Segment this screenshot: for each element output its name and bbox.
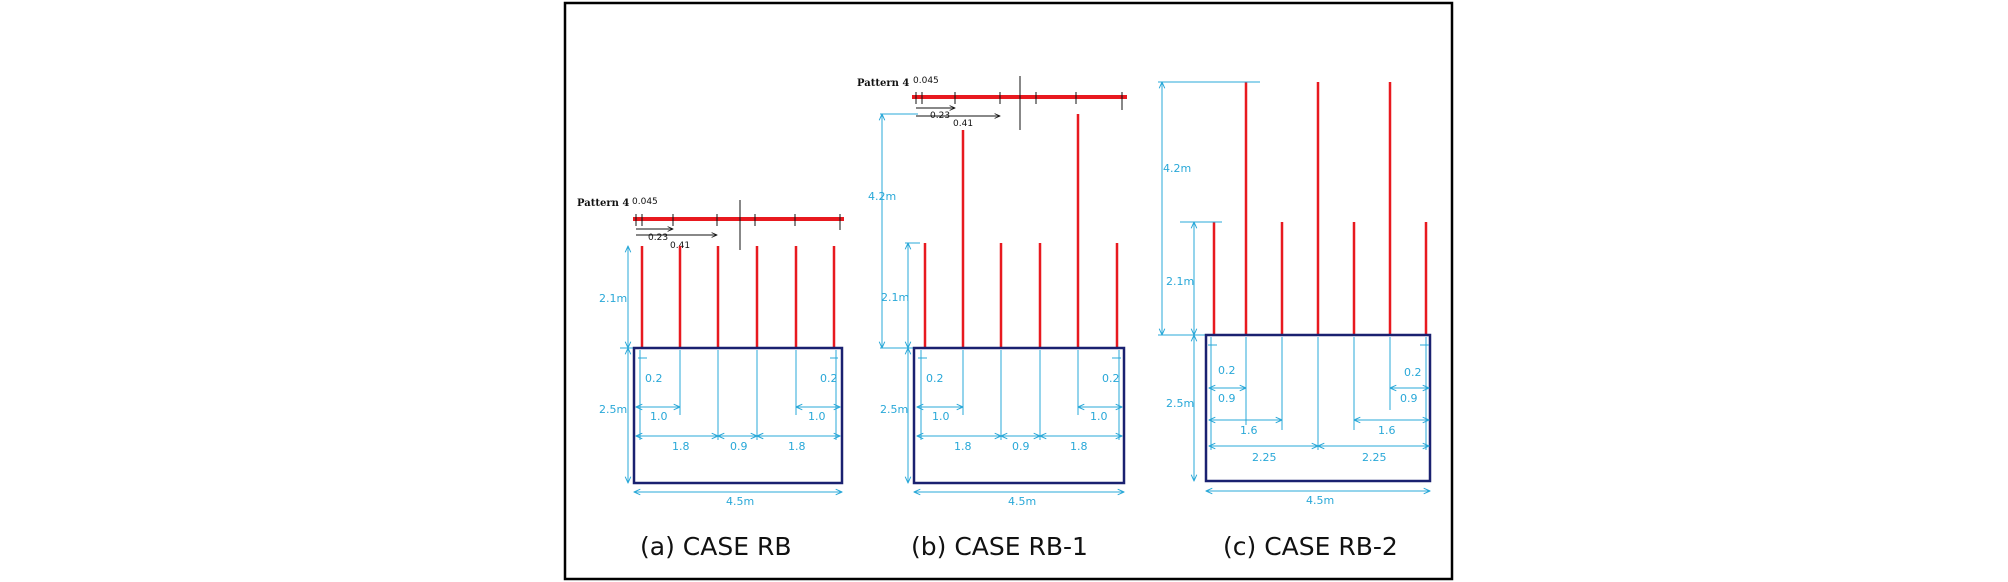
row2-right: 1.0 (808, 410, 826, 423)
row1-right: 0.2 (820, 372, 838, 385)
row1-left: 0.2 (1218, 364, 1236, 377)
rod-height-tall-label: 4.2m (868, 190, 896, 203)
row1b-right: 0.9 (1400, 392, 1418, 405)
caption: (c) CASE RB-2 (1223, 532, 1398, 561)
rods (923, 114, 1119, 348)
row3-b: 2.25 (1362, 451, 1387, 464)
row3-c: 1.8 (1070, 440, 1088, 453)
width-label: 4.5m (1008, 495, 1036, 508)
rod-height-label: 2.1m (1166, 275, 1194, 288)
row3-a: 2.25 (1252, 451, 1277, 464)
pattern-dim-2: 0.23 (930, 111, 950, 121)
pattern-dim-2: 0.23 (648, 233, 668, 243)
row3-a: 1.8 (672, 440, 690, 453)
rod-height-label: 2.1m (599, 292, 627, 305)
rods (1212, 82, 1428, 335)
row1-right: 0.2 (1102, 372, 1120, 385)
row1b-left: 0.9 (1218, 392, 1236, 405)
caption: (b) CASE RB-1 (911, 532, 1088, 561)
pattern-label: Pattern 4 (857, 78, 909, 89)
pattern-label: Pattern 4 (577, 198, 629, 209)
row2-right: 1.6 (1378, 424, 1396, 437)
rod-height-label: 2.1m (881, 291, 909, 304)
row2-left: 1.0 (650, 410, 668, 423)
pattern-ticks (915, 76, 1123, 130)
row1-left: 0.2 (926, 372, 944, 385)
rod-height-tall-label: 4.2m (1163, 162, 1191, 175)
pit-box (912, 346, 1126, 485)
rods (640, 246, 836, 348)
pit-box (1204, 333, 1432, 483)
row3-c: 1.8 (788, 440, 806, 453)
pattern-ticks (635, 200, 841, 250)
pit-box (632, 346, 844, 485)
row3-b: 0.9 (1012, 440, 1030, 453)
depth-label: 2.5m (1166, 397, 1194, 410)
figure-frame (563, 1, 1454, 581)
pattern-dim-1: 0.045 (913, 76, 939, 86)
row2-right: 1.0 (1090, 410, 1108, 423)
row2-left: 1.6 (1240, 424, 1258, 437)
depth-label: 2.5m (599, 403, 627, 416)
row3-b: 0.9 (730, 440, 748, 453)
row1-right: 0.2 (1404, 366, 1422, 379)
row2-left: 1.0 (932, 410, 950, 423)
row3-a: 1.8 (954, 440, 972, 453)
pattern-dim-3: 0.41 (953, 119, 973, 129)
depth-label: 2.5m (880, 403, 908, 416)
panel-case-rb-2: 4.2m 2.1m 2.5m 0.2 0.2 0.9 0.9 1.6 1.6 (1158, 82, 1432, 561)
row1-left: 0.2 (645, 372, 663, 385)
width-label: 4.5m (726, 495, 754, 508)
width-label: 4.5m (1306, 494, 1334, 507)
caption: (a) CASE RB (640, 532, 791, 561)
pattern-dim-1: 0.045 (632, 197, 658, 207)
panel-case-rb-1: Pattern 4 0.045 0.23 0.41 4.2m 2.1m (857, 76, 1127, 561)
panel-case-rb: Pattern 4 0.045 0.23 0.41 2.1m 2.5m (577, 197, 844, 561)
